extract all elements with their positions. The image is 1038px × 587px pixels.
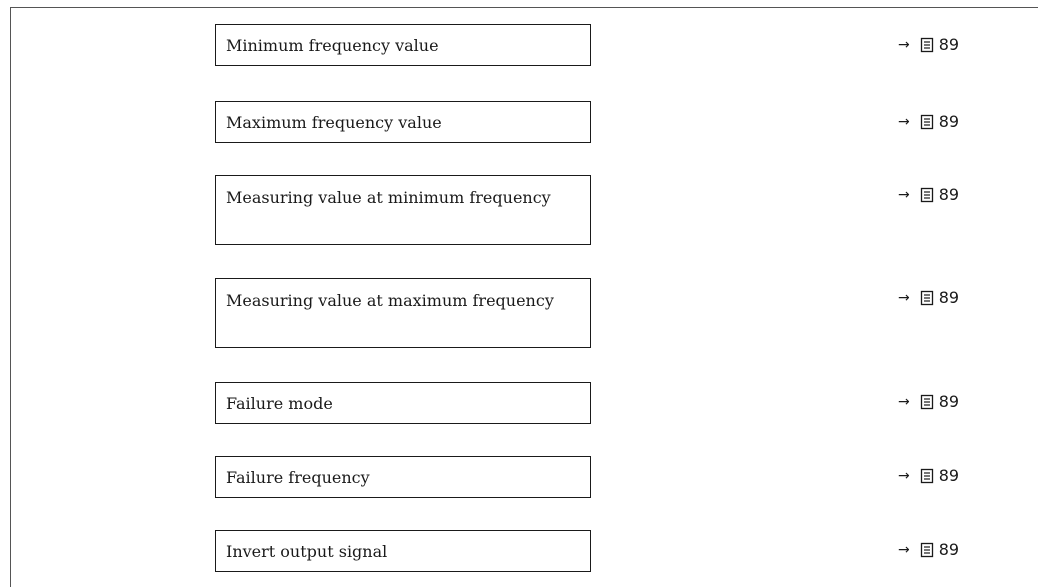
parameter-box-minimum-frequency-value: Minimum frequency value bbox=[215, 24, 591, 66]
parameter-box-failure-mode: Failure mode bbox=[215, 382, 591, 424]
parameter-label: Failure mode bbox=[226, 394, 333, 413]
parameter-box-failure-frequency: Failure frequency bbox=[215, 456, 591, 498]
parameter-box-maximum-frequency-value: Maximum frequency value bbox=[215, 101, 591, 143]
frame-left-border bbox=[10, 7, 11, 587]
page-reference-link[interactable]: → 89 bbox=[898, 112, 959, 132]
arrow-right-icon: → bbox=[898, 37, 910, 53]
arrow-right-icon: → bbox=[898, 468, 910, 484]
page-reference-link[interactable]: → 89 bbox=[898, 288, 959, 308]
parameter-box-measuring-value-at-minimum-frequency: Measuring value at minimum frequency bbox=[215, 175, 591, 245]
arrow-right-icon: → bbox=[898, 394, 910, 410]
arrow-right-icon: → bbox=[898, 114, 910, 130]
book-page-icon bbox=[919, 187, 935, 203]
parameter-box-invert-output-signal: Invert output signal bbox=[215, 530, 591, 572]
page-reference-link[interactable]: → 89 bbox=[898, 540, 959, 560]
page-reference-link[interactable]: → 89 bbox=[898, 392, 959, 412]
book-page-icon bbox=[919, 394, 935, 410]
book-page-icon bbox=[919, 37, 935, 53]
page-number: 89 bbox=[938, 112, 960, 131]
page-reference-link[interactable]: → 89 bbox=[898, 35, 959, 55]
arrow-right-icon: → bbox=[898, 290, 910, 306]
parameter-label: Measuring value at maximum frequency bbox=[226, 291, 554, 310]
parameter-label: Maximum frequency value bbox=[226, 113, 442, 132]
book-page-icon bbox=[919, 468, 935, 484]
book-page-icon bbox=[919, 290, 935, 306]
page-number: 89 bbox=[938, 35, 960, 54]
page-number: 89 bbox=[938, 288, 960, 307]
parameter-box-measuring-value-at-maximum-frequency: Measuring value at maximum frequency bbox=[215, 278, 591, 348]
page-number: 89 bbox=[938, 392, 960, 411]
parameter-label: Invert output signal bbox=[226, 542, 388, 561]
arrow-right-icon: → bbox=[898, 187, 910, 203]
parameter-label: Minimum frequency value bbox=[226, 36, 439, 55]
book-page-icon bbox=[919, 542, 935, 558]
parameter-label: Measuring value at minimum frequency bbox=[226, 188, 551, 207]
page-number: 89 bbox=[938, 185, 960, 204]
arrow-right-icon: → bbox=[898, 542, 910, 558]
page-number: 89 bbox=[938, 540, 960, 559]
page-reference-link[interactable]: → 89 bbox=[898, 185, 959, 205]
parameter-label: Failure frequency bbox=[226, 468, 370, 487]
page-reference-link[interactable]: → 89 bbox=[898, 466, 959, 486]
frame-top-border bbox=[10, 7, 1038, 8]
page-number: 89 bbox=[938, 466, 960, 485]
book-page-icon bbox=[919, 114, 935, 130]
